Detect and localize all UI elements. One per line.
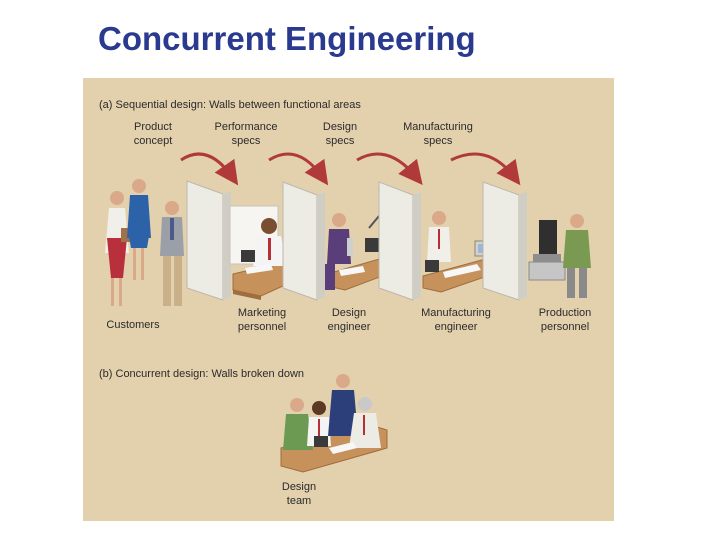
group-label-customers: Customers	[106, 319, 160, 331]
group-label-manufacturing-engineer: Manufacturing engineer	[421, 307, 491, 333]
wall-2	[282, 181, 325, 301]
sequential-vs-concurrent-illustration	[105, 152, 591, 473]
arrow-concept-to-performance	[180, 152, 239, 186]
group-label-production-personnel: Production personnel	[538, 307, 592, 333]
customers-figures	[105, 179, 184, 306]
design-team-figures	[280, 374, 388, 473]
stage-label-product-concept: Product concept	[133, 121, 173, 147]
production-cubicle	[528, 214, 591, 298]
design-engineer-cubicle	[325, 213, 394, 291]
group-label-design-engineer: Design engineer	[327, 307, 371, 333]
stage-label-manufacturing-specs: Manufacturing specs	[403, 121, 473, 147]
wall-3	[378, 181, 421, 301]
wall-1	[186, 180, 231, 301]
stage-label-performance-specs: Performance specs	[214, 121, 278, 147]
wall-4	[482, 181, 527, 301]
page-title: Concurrent Engineering	[98, 20, 476, 57]
arrow-performance-to-design	[268, 152, 329, 186]
handoff-arrows	[180, 152, 521, 186]
marketing-cubicle	[229, 205, 310, 300]
sequential-design-caption: (a) Sequential design: Walls between fun…	[99, 99, 361, 111]
illustration-panel: (a) Sequential design: Walls between fun…	[83, 78, 614, 521]
arrow-manufacturing-to-production	[450, 152, 521, 186]
group-label-marketing-personnel: Marketing personnel	[237, 307, 287, 333]
stage-label-design-specs: Design specs	[322, 121, 358, 147]
arrow-design-to-manufacturing	[356, 152, 423, 186]
design-team-label: Design team	[281, 481, 317, 507]
concurrent-design-caption: (b) Concurrent design: Walls broken down	[99, 368, 305, 380]
